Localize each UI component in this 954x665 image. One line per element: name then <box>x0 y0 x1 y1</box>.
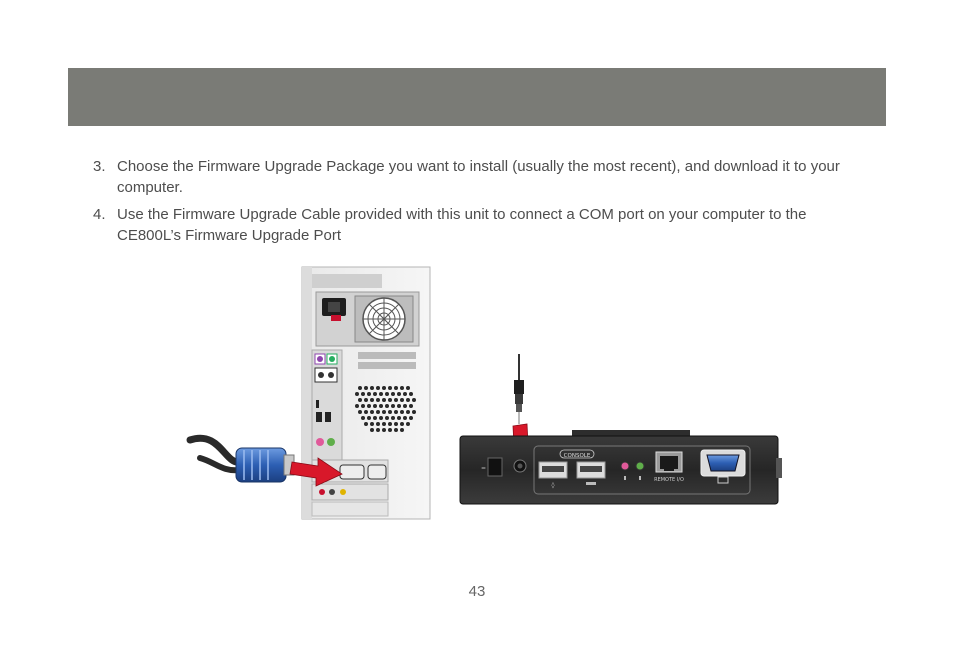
firmware-cable-icon <box>514 354 524 424</box>
header-band <box>68 68 886 126</box>
remote-label: REMOTE I/O <box>654 477 684 483</box>
console-label: CONSOLE <box>564 453 591 459</box>
step-text: Choose the Firmware Upgrade Package you … <box>117 158 840 196</box>
step-text: Use the Firmware Upgrade Cable provided … <box>117 206 807 244</box>
arrow-to-com-port-icon <box>289 457 343 487</box>
step-number: 4. <box>93 206 106 223</box>
instruction-steps: 3. Choose the Firmware Upgrade Package y… <box>93 156 863 252</box>
kvm-switch-icon: = CONSOLE ◊ REMOTE I/O <box>459 430 782 505</box>
svg-text:◊: ◊ <box>552 482 555 489</box>
svg-text:=: = <box>481 465 486 472</box>
vga-cable-icon <box>186 434 295 483</box>
step-number: 3. <box>93 158 106 175</box>
page-number: 43 <box>468 583 486 600</box>
step-4: 4. Use the Firmware Upgrade Cable provid… <box>93 204 863 246</box>
step-3: 3. Choose the Firmware Upgrade Package y… <box>93 156 863 198</box>
